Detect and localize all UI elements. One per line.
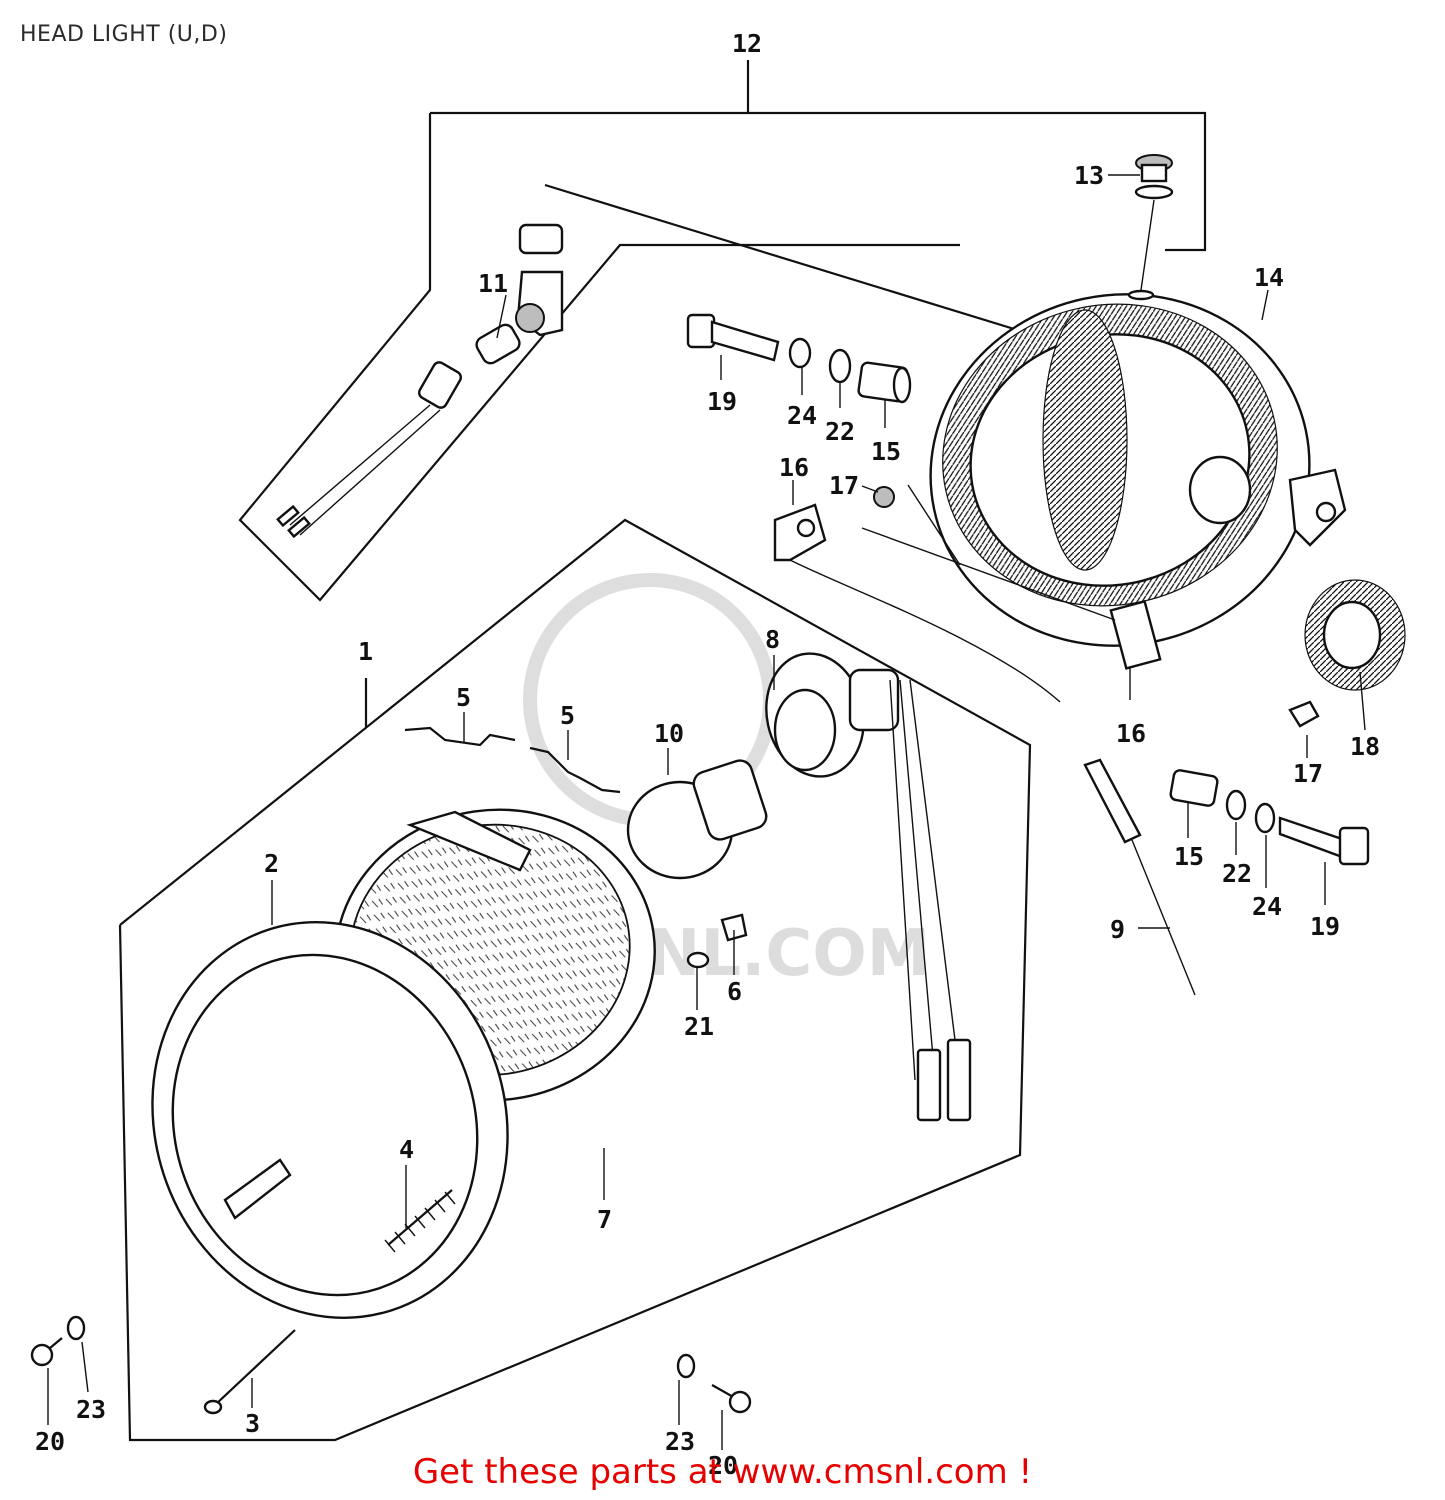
part-clip-16a[interactable]: [773, 503, 827, 562]
callout-20b: 20: [708, 1451, 738, 1480]
callout-18: 18: [1350, 732, 1380, 761]
part-headlight-case[interactable]: [898, 259, 1347, 680]
part-elbow-boot[interactable]: [474, 223, 564, 366]
callout-14: 14: [1254, 263, 1284, 292]
callout-11: 11: [478, 269, 508, 298]
part-nut-17b[interactable]: [1288, 700, 1320, 728]
part-rubber-ring[interactable]: [1304, 579, 1406, 691]
part-screw-20b[interactable]: [711, 1384, 752, 1414]
part-washer-23a[interactable]: [66, 1315, 86, 1341]
callout-16b: 16: [1116, 719, 1146, 748]
part-cable-9[interactable]: [1083, 758, 1196, 996]
wire-ground: [789, 559, 1061, 703]
part-adjust-spring[interactable]: [384, 1189, 456, 1253]
callout-20a: 20: [35, 1427, 65, 1456]
callout-24a: 24: [787, 401, 817, 430]
part-spring-5b[interactable]: [529, 746, 621, 794]
part-grommet-13[interactable]: [1134, 154, 1174, 291]
part-washer-21[interactable]: [686, 951, 710, 969]
callout-19b: 19: [1310, 912, 1340, 941]
part-nut-6[interactable]: [720, 913, 748, 942]
callout-24b: 24: [1252, 892, 1282, 921]
group-boundary-1: [118, 518, 1032, 1442]
callout-labels: 1 2 3 4 5 5 6 7 8 9 10 11 12 13 14 15 15…: [35, 29, 1380, 1480]
part-spring-5a[interactable]: [404, 726, 516, 747]
part-washer-23b[interactable]: [676, 1353, 696, 1379]
callout-2: 2: [264, 849, 279, 878]
callout-19a: 19: [707, 387, 737, 416]
callout-21: 21: [684, 1012, 714, 1041]
callout-17b: 17: [1293, 759, 1323, 788]
callout-9: 9: [1110, 915, 1125, 944]
callout-3: 3: [245, 1409, 260, 1438]
part-washer-22a[interactable]: [828, 348, 852, 384]
callout-6: 6: [727, 977, 742, 1006]
part-collar-15a[interactable]: [857, 361, 912, 404]
part-washer-24b[interactable]: [1254, 802, 1276, 834]
callout-4: 4: [399, 1135, 414, 1164]
callout-22b: 22: [1222, 859, 1252, 888]
part-long-screw[interactable]: [203, 1329, 296, 1415]
part-bolt-19b[interactable]: [1278, 816, 1370, 866]
callout-13: 13: [1074, 161, 1104, 190]
wire-harness-12: [276, 361, 462, 539]
part-collar-15b[interactable]: [1169, 769, 1219, 807]
leader-lines: [47, 174, 1366, 1450]
callout-23b: 23: [665, 1427, 695, 1456]
callout-10: 10: [654, 719, 684, 748]
callout-22a: 22: [825, 417, 855, 446]
callout-15b: 15: [1174, 842, 1204, 871]
callout-5a: 5: [456, 683, 471, 712]
part-bulb-socket[interactable]: [755, 644, 972, 1122]
callout-17a: 17: [829, 471, 859, 500]
part-bolt-19a[interactable]: [686, 313, 780, 362]
part-screw-20a[interactable]: [30, 1337, 63, 1367]
part-washer-22b[interactable]: [1225, 789, 1247, 821]
callout-8: 8: [765, 625, 780, 654]
callout-15a: 15: [871, 437, 901, 466]
group-boundary-12: [238, 60, 1207, 602]
callout-16a: 16: [779, 453, 809, 482]
callout-5b: 5: [560, 701, 575, 730]
callout-1: 1: [358, 637, 373, 666]
part-nut-17a[interactable]: [873, 486, 895, 508]
part-washer-24a[interactable]: [788, 337, 812, 369]
callout-12: 12: [732, 29, 762, 58]
callout-23a: 23: [76, 1395, 106, 1424]
part-bulb[interactable]: [626, 757, 769, 880]
diagram-title: HEAD LIGHT (U,D): [20, 22, 228, 47]
footer-link-text[interactable]: Get these parts at www.cmsnl.com !: [412, 1452, 1033, 1492]
callout-7: 7: [597, 1205, 612, 1234]
